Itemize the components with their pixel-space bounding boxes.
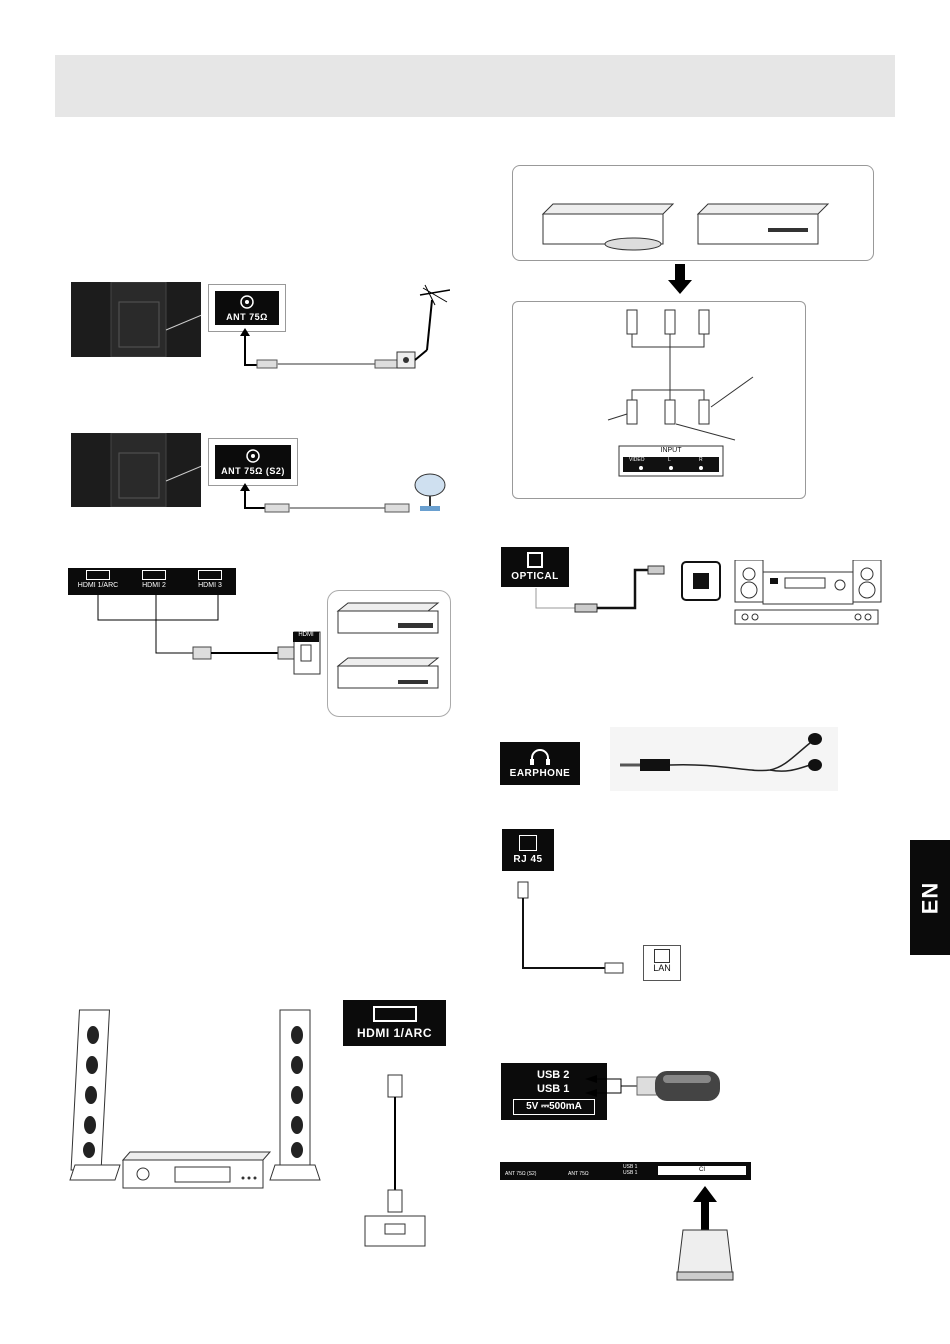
hdmi-arc-cable bbox=[360, 1070, 430, 1250]
home-theater-drawing bbox=[65, 1000, 330, 1195]
usb-drive-diagram bbox=[585, 1063, 725, 1108]
av-jack-r: R bbox=[699, 457, 709, 463]
hdmi-port-3: HDMI 3 bbox=[186, 570, 234, 589]
usb-port-label: USB 2 bbox=[537, 1069, 569, 1081]
optical-cable-diagram bbox=[530, 560, 885, 630]
earphone-label: EARPHONE bbox=[510, 768, 571, 779]
rj45-label: RJ 45 bbox=[513, 854, 542, 865]
arrow-down-icon bbox=[668, 264, 692, 296]
antenna-cable-diagram bbox=[235, 280, 450, 375]
av-cable-drawing bbox=[513, 302, 805, 498]
device-hdmi-label: HDMI bbox=[293, 632, 319, 642]
av-cable-box: INPUT VIDEO L R bbox=[512, 301, 806, 499]
earphone-label-box: EARPHONE bbox=[500, 742, 580, 785]
hdmi-port-2: HDMI 2 bbox=[130, 570, 178, 589]
usb-rating: 5V ⎓500mA bbox=[513, 1099, 595, 1115]
hdmi-port-label: HDMI 3 bbox=[186, 582, 234, 589]
ethernet-port-icon bbox=[519, 835, 537, 851]
hdmi-icon bbox=[142, 570, 166, 580]
ethernet-port-icon bbox=[654, 949, 670, 963]
lan-port-box: LAN bbox=[643, 945, 681, 981]
hdmi-arc-label-box: HDMI 1/ARC bbox=[343, 1000, 446, 1046]
ci-strip-ant-s2: ANT 75Ω (S2) bbox=[505, 1171, 536, 1177]
hdmi-icon bbox=[198, 570, 222, 580]
av-jack-video: VIDEO bbox=[629, 457, 655, 463]
header-band bbox=[55, 55, 895, 117]
rj45-cable-diagram bbox=[510, 878, 650, 978]
language-tab[interactable]: EN bbox=[910, 840, 950, 955]
hdmi-devices-box bbox=[327, 590, 451, 717]
tv-back-satellite bbox=[71, 433, 201, 507]
ci-strip-ant: ANT 75Ω bbox=[568, 1171, 589, 1177]
ci-slot: CI bbox=[658, 1166, 746, 1175]
lan-label: LAN bbox=[644, 963, 680, 973]
av-devices-drawing bbox=[513, 166, 873, 260]
hdmi-arc-label: HDMI 1/ARC bbox=[357, 1026, 432, 1040]
ci-strip: ANT 75Ω (S2) ANT 75Ω USB 1 USB 1 CI bbox=[500, 1162, 751, 1180]
tv-back-antenna bbox=[71, 282, 201, 357]
hdmi-port-label: HDMI 2 bbox=[130, 582, 178, 589]
hdmi-cable-diagram bbox=[68, 595, 328, 675]
hdmi-port-1: HDMI 1/ARC bbox=[74, 570, 122, 589]
satellite-cable-diagram bbox=[235, 460, 455, 520]
av-input-title: INPUT bbox=[619, 447, 723, 454]
usb-port-label: USB 1 bbox=[537, 1083, 569, 1095]
av-devices-box bbox=[512, 165, 874, 261]
hdmi-port-label: HDMI 1/ARC bbox=[74, 582, 122, 589]
headphone-icon bbox=[529, 748, 551, 766]
ci-strip-usb: USB 1 bbox=[623, 1170, 637, 1176]
ci-card-diagram bbox=[665, 1182, 745, 1287]
earphone-cable-drawing bbox=[610, 725, 840, 795]
hdmi-icon bbox=[373, 1006, 417, 1022]
hdmi-devices-drawing bbox=[328, 591, 450, 716]
av-jack-l: L bbox=[668, 457, 678, 463]
tv-back-drawing bbox=[71, 433, 201, 507]
hdmi-icon bbox=[86, 570, 110, 580]
rj45-label-box: RJ 45 bbox=[502, 829, 554, 871]
tv-back-drawing bbox=[71, 282, 201, 357]
hdmi-panel: HDMI 1/ARC HDMI 2 HDMI 3 bbox=[68, 568, 236, 595]
